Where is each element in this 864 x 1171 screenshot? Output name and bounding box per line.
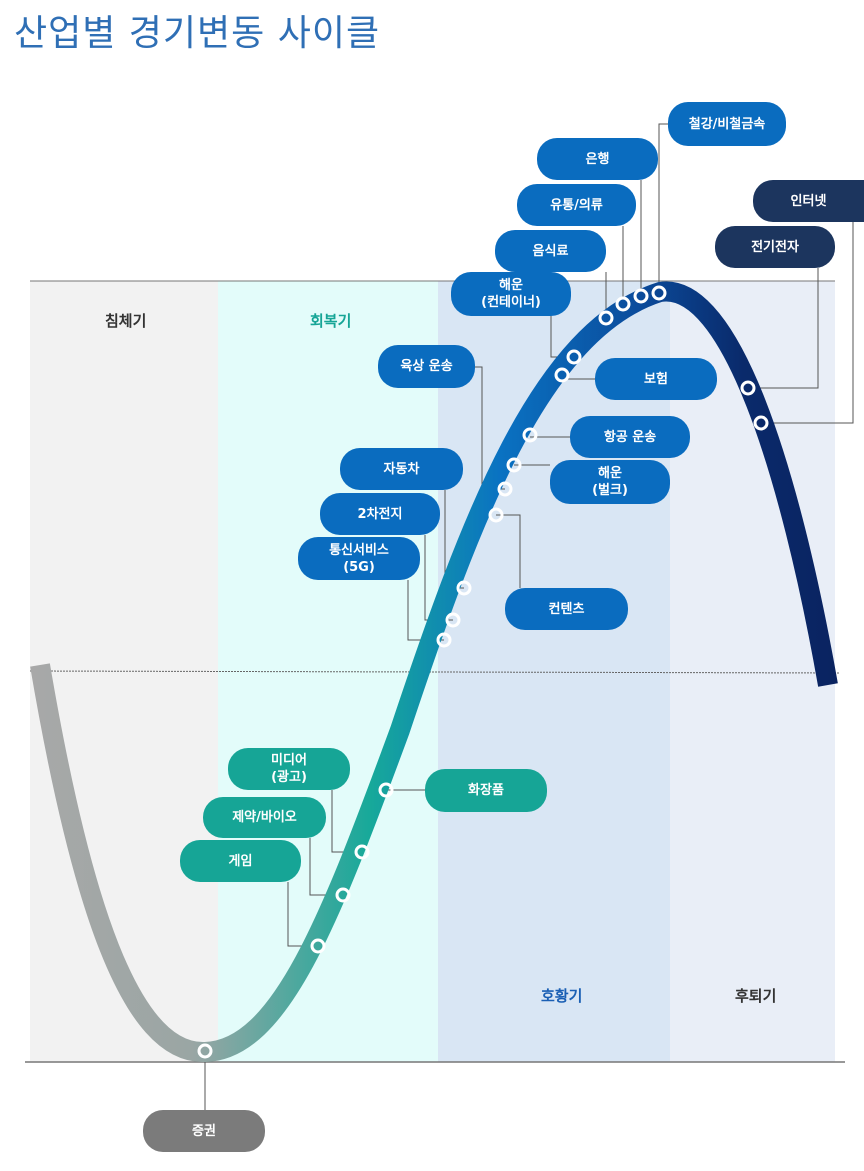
- marker-pharma: [335, 887, 351, 903]
- marker-telecom: [436, 632, 452, 648]
- label-text: 해운: [499, 278, 523, 293]
- label-text: 통신서비스: [329, 542, 389, 558]
- industry-markers: [197, 285, 769, 1059]
- label-text: 철강/비철금속: [688, 116, 766, 132]
- label-pharma: 제약/바이오: [203, 797, 326, 838]
- label-insurance: 보험: [595, 358, 717, 400]
- label-subtext: (벌크): [592, 483, 628, 498]
- phase-recession: 침체기: [105, 312, 147, 330]
- label-text: 자동차: [383, 461, 420, 477]
- marker-auto: [456, 580, 472, 596]
- label-text: 육상 운송: [400, 359, 453, 374]
- label-text: 증권: [192, 1123, 216, 1139]
- label-contents: 컨텐츠: [505, 588, 628, 630]
- marker-steel: [651, 285, 667, 301]
- marker-bank: [633, 288, 649, 304]
- label-text: 보험: [644, 371, 668, 387]
- label-subtext: (광고): [271, 770, 307, 785]
- label-retail: 유통/의류: [517, 184, 636, 226]
- label-land-transport: 육상 운송: [378, 345, 475, 388]
- label-text: 전기전자: [751, 239, 799, 255]
- label-text: 항공 운송: [603, 429, 657, 445]
- marker-cosmetics: [378, 782, 394, 798]
- page-title: 산업별 경기변동 사이클: [14, 13, 381, 54]
- label-text: 2차전지: [357, 506, 403, 522]
- marker-internet: [753, 415, 769, 431]
- marker-insurance: [554, 367, 570, 383]
- label-subtext: (5G): [343, 559, 375, 575]
- label-text: 제약/바이오: [232, 810, 297, 825]
- label-text: 유통/의류: [550, 197, 603, 213]
- label-shipping-bulk: 해운 (벌크): [550, 460, 670, 504]
- marker-retail: [615, 296, 631, 312]
- phase-slowdown: 후퇴기: [735, 987, 777, 1005]
- label-text: 해운: [598, 466, 622, 481]
- label-telecom: 통신서비스(5G): [298, 537, 420, 580]
- label-text: 컨텐츠: [548, 601, 585, 617]
- label-text: 화장품: [468, 783, 504, 798]
- label-text: 인터넷: [790, 193, 827, 209]
- label-bank: 은행: [537, 138, 658, 180]
- marker-container: [566, 349, 582, 365]
- label-battery: 2차전지: [320, 493, 440, 535]
- phase-expansion: 호황기: [541, 987, 583, 1005]
- label-text: 음식료: [532, 243, 569, 259]
- marker-electronics: [740, 380, 756, 396]
- label-text: 미디어: [271, 753, 307, 768]
- label-electronics: 전기전자: [715, 226, 835, 268]
- label-shipping-container: 해운 (컨테이너): [451, 272, 571, 316]
- label-subtext: (컨테이너): [481, 295, 541, 310]
- marker-food: [598, 310, 614, 326]
- label-securities: 증권: [143, 1110, 265, 1152]
- marker-land: [497, 481, 513, 497]
- label-game: 게임: [180, 840, 301, 882]
- marker-securities: [197, 1043, 213, 1059]
- label-cosmetics: 화장품: [425, 769, 547, 812]
- label-steel: 철강/비철금속: [668, 102, 786, 146]
- cycle-curve: [30, 281, 838, 1063]
- label-auto: 자동차: [340, 448, 463, 490]
- midline-dashed: [29, 670, 841, 674]
- marker-air: [522, 427, 538, 443]
- marker-contents: [488, 507, 504, 523]
- marker-battery: [445, 612, 461, 628]
- marker-game: [310, 938, 326, 954]
- region-expansion: [438, 281, 670, 1062]
- label-text: 은행: [585, 151, 610, 167]
- label-internet: 인터넷: [753, 180, 864, 222]
- label-air-transport: 항공 운송: [570, 416, 690, 458]
- phase-recovery: 회복기: [310, 312, 352, 330]
- label-text: 게임: [228, 853, 253, 869]
- marker-media: [354, 844, 370, 860]
- label-media: 미디어 (광고): [228, 748, 350, 790]
- marker-bulk: [506, 457, 522, 473]
- label-food: 음식료: [495, 230, 606, 272]
